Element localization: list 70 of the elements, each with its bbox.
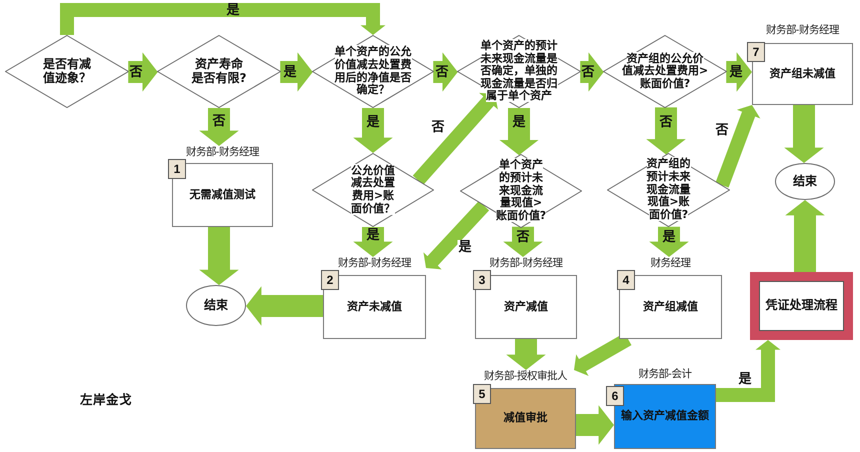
number-badge: 5 [473, 384, 491, 404]
decision-diamond: 资产寿命是否有限? [157, 35, 281, 108]
number-badge: 6 [606, 386, 624, 406]
edge-label: 是 [512, 115, 526, 129]
arrow [353, 108, 393, 153]
edge-label: 是 [366, 115, 380, 129]
arrow [128, 52, 158, 92]
end-ellipse: 结束 [775, 163, 835, 200]
edge-label: 是 [282, 65, 298, 79]
edge-label: 否 [658, 115, 674, 129]
step-label: 资产减值 [504, 300, 548, 314]
edge-label: 否 [516, 230, 530, 244]
edge-label: 否 [430, 120, 446, 134]
role-label: 财务部-财务经理 [766, 24, 840, 36]
arrow [649, 226, 689, 257]
role-label: 财务经理 [650, 257, 690, 269]
role-label: 财务部-财务经理 [489, 257, 563, 269]
role-label: 财务部-财务经理 [186, 146, 260, 158]
edge-label: 否 [580, 65, 596, 79]
number-badge: 1 [168, 159, 186, 179]
role-label: 财务部-授权审批人 [484, 370, 568, 382]
role-label: 财务部-财务经理 [338, 257, 412, 269]
author-text: 左岸金戈 [80, 392, 132, 408]
step-label: 无需减值测试 [190, 188, 256, 202]
process-box: 凭证处理流程 [750, 272, 853, 340]
number-badge: 3 [473, 270, 491, 290]
decision-diamond: 单个资产的预计未来现金流量是否确定，单独的现金流量是否归属于单个资产 [457, 35, 581, 108]
arrow [503, 226, 543, 257]
number-badge: 2 [321, 270, 339, 290]
edge-label: 是 [728, 65, 744, 79]
edge-label: 否 [714, 123, 730, 137]
decision-diamond: 资产组的公允价值减去处置费用>账面价值? [603, 35, 727, 108]
arrow [199, 108, 239, 146]
edge-label: 是 [738, 372, 752, 386]
edge-label: 是 [226, 3, 240, 17]
arrow [784, 105, 824, 163]
step-label: 资产组未减值 [770, 68, 836, 80]
number-badge: 7 [747, 42, 765, 62]
arrow [433, 52, 458, 92]
decision-diamond: 公允价值减去处置费用>账面价值？ [312, 153, 434, 227]
step-label: 资产组减值 [643, 300, 698, 314]
edge-label: 否 [434, 65, 450, 79]
decision-diamond: 单个资产的公允价值减去处置费用后的净值是否确定？ [312, 35, 434, 108]
role-label: 财务部-会计 [638, 368, 692, 380]
arrow [280, 52, 313, 92]
decision-diamond: 是否有减值迹象？ [5, 35, 129, 108]
arrow [353, 227, 393, 257]
arrow [246, 286, 323, 326]
edge-label: 否 [212, 114, 226, 128]
step-label: 资产未减值 [347, 300, 402, 314]
number-badge: 4 [617, 270, 635, 290]
decision-diamond: 资产组的预计未来现金流量现值>账面价值? [607, 153, 730, 227]
arrow [506, 339, 546, 370]
arrow [646, 107, 686, 154]
arrow [785, 200, 825, 272]
arrow [60, 3, 386, 35]
arrow [726, 52, 752, 92]
arrow [580, 52, 604, 92]
arrow [576, 405, 614, 445]
arrow [199, 227, 239, 286]
edge-label: 是 [662, 230, 676, 244]
step-label: 输入资产减值金额 [621, 410, 709, 423]
decision-diamond: 单个资产的预计未来现金流量现值>账面价值? [460, 154, 582, 228]
edge-label: 否 [128, 65, 144, 79]
edge-label: 是 [366, 228, 380, 242]
arrow [499, 108, 539, 156]
end-ellipse: 结束 [186, 285, 246, 326]
step-label: 减值审批 [504, 412, 548, 425]
arrow [715, 102, 760, 188]
edge-label: 是 [458, 240, 472, 254]
